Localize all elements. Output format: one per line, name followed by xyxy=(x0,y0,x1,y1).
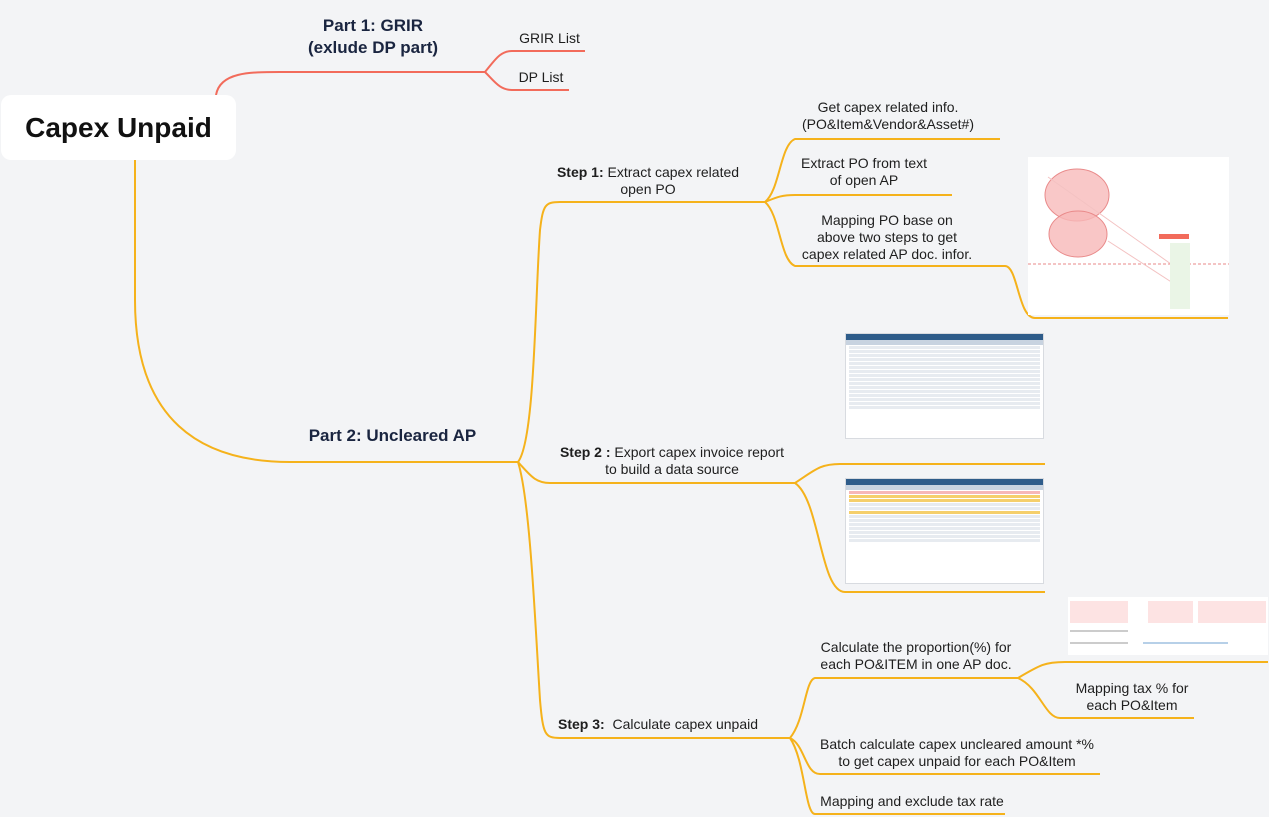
node-mapping-po[interactable]: Mapping PO base on above two steps to ge… xyxy=(801,212,973,262)
branch-step2-image1 xyxy=(794,463,1045,484)
branch-dp-list xyxy=(484,71,569,91)
node-calculate-proportion[interactable]: Calculate the proportion(%) for each PO&… xyxy=(820,639,1012,672)
branch-step3-child2 xyxy=(789,737,1100,775)
part1-title[interactable]: Part 1: GRIR (exlude DP part) xyxy=(307,16,439,57)
branch-step3-child3 xyxy=(789,737,1005,815)
branch-step2-image2 xyxy=(794,482,1045,593)
branch-part2 xyxy=(134,160,518,463)
branch-grir-list xyxy=(484,50,585,73)
branch-step3-child1-image xyxy=(1017,661,1268,679)
branch-step1-child1 xyxy=(764,138,1000,203)
node-step3[interactable]: Step 3: Calculate capex unpaid xyxy=(557,716,758,732)
node-grir-list[interactable]: GRIR List xyxy=(519,30,580,46)
node-step2[interactable]: Step 2 : Export capex invoice report to … xyxy=(559,444,785,477)
branch-step1-child3 xyxy=(764,201,1228,319)
branch-step1 xyxy=(517,201,765,463)
root-node-capex-unpaid[interactable]: Capex Unpaid xyxy=(1,95,236,160)
branch-step3-child1-sub xyxy=(1017,677,1194,719)
root-label: Capex Unpaid xyxy=(25,111,212,143)
node-extract-po-text[interactable]: Extract PO from text of open AP xyxy=(800,155,928,188)
node-mapping-tax[interactable]: Mapping tax % for each PO&Item xyxy=(1075,680,1189,713)
branch-step1-child2 xyxy=(764,194,952,203)
branch-step2 xyxy=(517,461,795,484)
branch-step3 xyxy=(517,461,790,739)
venn-diagram-image xyxy=(1028,157,1229,315)
branch-step3-child1 xyxy=(789,677,1018,739)
part2-title[interactable]: Part 2: Uncleared AP xyxy=(308,426,477,445)
proportion-table-image xyxy=(1068,597,1268,655)
node-get-capex-info[interactable]: Get capex related info. (PO&Item&Vendor&… xyxy=(802,99,974,132)
node-dp-list[interactable]: DP List xyxy=(518,69,564,85)
node-exclude-tax[interactable]: Mapping and exclude tax rate xyxy=(820,793,1004,809)
branch-part1 xyxy=(215,71,485,96)
capex-invoice-report-screenshot-2 xyxy=(845,478,1044,584)
capex-invoice-report-screenshot-1 xyxy=(845,333,1044,439)
node-batch-calculate[interactable]: Batch calculate capex uncleared amount *… xyxy=(820,736,1094,769)
node-step1[interactable]: Step 1: Extract capex related open PO xyxy=(556,164,740,197)
